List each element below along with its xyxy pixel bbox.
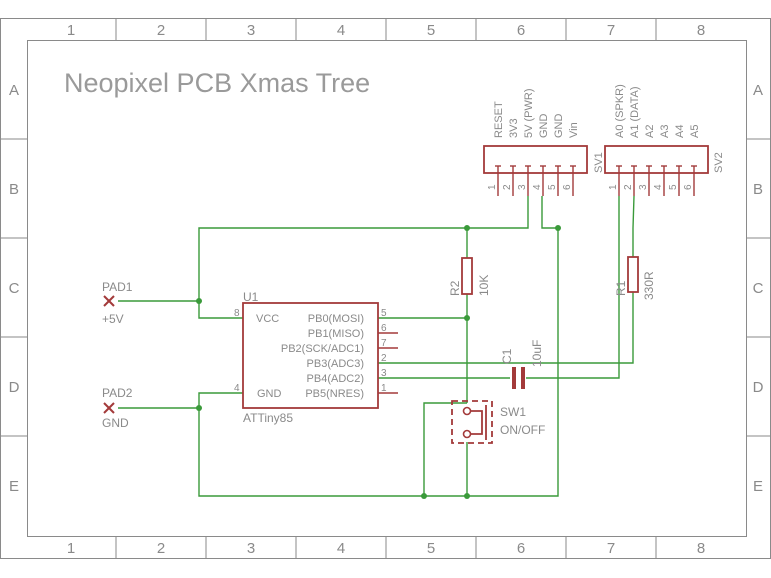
u1-pin-name: VCC	[256, 313, 279, 325]
u1-pin-name: GND	[257, 388, 282, 400]
col-label-top: 8	[697, 22, 705, 39]
sv1-pin-num: 1	[487, 184, 498, 190]
col-label-top: 6	[517, 22, 525, 39]
r2-value: 10K	[477, 275, 491, 296]
sw1-value: ON/OFF	[500, 423, 545, 437]
u1-pin-num: 6	[381, 323, 387, 334]
col-label-bottom: 8	[697, 540, 705, 557]
pad1-name: PAD1	[102, 280, 133, 294]
wires	[118, 195, 635, 497]
row-label-right: C	[753, 280, 764, 297]
u1-pin-name: PB1(MISO)	[308, 328, 364, 340]
sv2-label: A1 (DATA)	[629, 86, 641, 138]
sv2-ref: SV2	[713, 152, 725, 173]
row-label-left: D	[9, 379, 20, 396]
sv2-label: A2	[644, 125, 656, 138]
sv2-pin-num: 2	[623, 184, 634, 190]
u1-pin-name: PB5(NRES)	[305, 388, 364, 400]
col-label-top: 1	[67, 22, 75, 39]
sv1-pin-num: 5	[547, 184, 558, 190]
col-label-bottom: 6	[517, 540, 525, 557]
schematic-title: Neopixel PCB Xmas Tree	[64, 68, 370, 98]
row-label-left: C	[9, 280, 20, 297]
u1-ref: U1	[243, 290, 259, 304]
row-label-right: B	[753, 181, 763, 198]
sv1-header: SV1 1 2 3 4 5 6 RESET 3V3 5V (PWR) GND G…	[483, 89, 605, 196]
sv2-label: A4	[674, 125, 686, 138]
pad2-net: GND	[102, 416, 129, 430]
sv1-label: RESET	[493, 101, 505, 138]
col-label-top: 5	[427, 22, 435, 39]
row-label-right: A	[753, 82, 763, 99]
sw1-ref: SW1	[500, 405, 526, 419]
row-label-left: B	[9, 181, 19, 198]
col-label-bottom: 1	[67, 540, 75, 557]
sv1-pin-num: 3	[517, 184, 528, 190]
pad2-name: PAD2	[102, 386, 133, 400]
col-label-bottom: 4	[337, 540, 345, 557]
sv2-pin-num: 1	[608, 184, 619, 190]
u1-value: ATTiny85	[243, 411, 293, 425]
sv1-pin-num: 2	[502, 184, 513, 190]
pad2: PAD2 GND	[102, 386, 133, 430]
r1-ref: R1	[614, 280, 628, 296]
sv1-pin-num: 4	[532, 184, 543, 190]
u1-attiny85: U1 ATTiny85 8 VCC 4 GND 5 6 7 2 3 1 PB0(…	[234, 290, 398, 425]
col-label-bottom: 5	[427, 540, 435, 557]
sv1-label: Vin	[568, 122, 580, 138]
u1-pin-name: PB4(ADC2)	[307, 373, 364, 385]
switch-sw1: SW1 ON/OFF	[451, 400, 545, 444]
sv2-header: SV2 1 2 3 4 5 6 A0 (SPKR) A1 (DATA) A2 A…	[604, 84, 725, 196]
sv2-label: A5	[689, 125, 701, 138]
sv2-pin-num: 5	[668, 184, 679, 190]
junctions	[196, 225, 561, 499]
resistor-r1: R1 330R	[614, 256, 656, 300]
pad1-net: +5V	[102, 312, 124, 326]
col-label-bottom: 3	[247, 540, 255, 557]
drawing-frame: 1 2 3 4 5 6 7 8 1 2 3 4 5 6 7 8 A B C D …	[0, 18, 771, 559]
sv2-label: A3	[659, 125, 671, 138]
pad1: PAD1 +5V	[102, 280, 133, 326]
u1-pin-name: PB2(SCK/ADC1)	[281, 343, 364, 355]
sv1-ref: SV1	[593, 152, 605, 173]
u1-pin-num: 8	[234, 308, 240, 319]
col-label-top: 3	[247, 22, 255, 39]
sv2-pin-num: 4	[653, 184, 664, 190]
c1-value: 10uF	[530, 340, 544, 367]
u1-pin-num: 4	[234, 383, 240, 394]
row-label-right: E	[753, 478, 763, 495]
resistor-r2: R2 10K	[448, 257, 491, 296]
sv1-pin-num: 6	[562, 184, 573, 190]
sv1-label: 5V (PWR)	[523, 89, 535, 139]
sv2-pin-num: 3	[638, 184, 649, 190]
u1-pin-num: 5	[381, 308, 387, 319]
sv1-label: GND	[538, 114, 550, 139]
col-label-bottom: 2	[157, 540, 165, 557]
u1-pin-name: PB3(ADC3)	[307, 358, 364, 370]
sv2-label: A0 (SPKR)	[614, 84, 626, 138]
u1-pin-num: 2	[381, 353, 387, 364]
sv1-label: GND	[553, 114, 565, 139]
row-label-left: E	[9, 478, 19, 495]
r2-ref: R2	[448, 280, 462, 296]
col-label-top: 4	[337, 22, 345, 39]
r1-value: 330R	[642, 271, 656, 300]
col-label-top: 7	[607, 22, 615, 39]
capacitor-c1: C1 10uF	[500, 340, 544, 389]
col-label-bottom: 7	[607, 540, 615, 557]
c1-ref: C1	[500, 348, 514, 364]
row-label-right: D	[753, 379, 764, 396]
u1-pin-num: 3	[381, 368, 387, 379]
sv1-label: 3V3	[508, 118, 520, 138]
u1-pin-name: PB0(MOSI)	[308, 313, 364, 325]
row-label-left: A	[9, 82, 19, 99]
u1-pin-num: 1	[381, 383, 387, 394]
sv2-pin-num: 6	[683, 184, 694, 190]
col-label-top: 2	[157, 22, 165, 39]
u1-pin-num: 7	[381, 338, 387, 349]
